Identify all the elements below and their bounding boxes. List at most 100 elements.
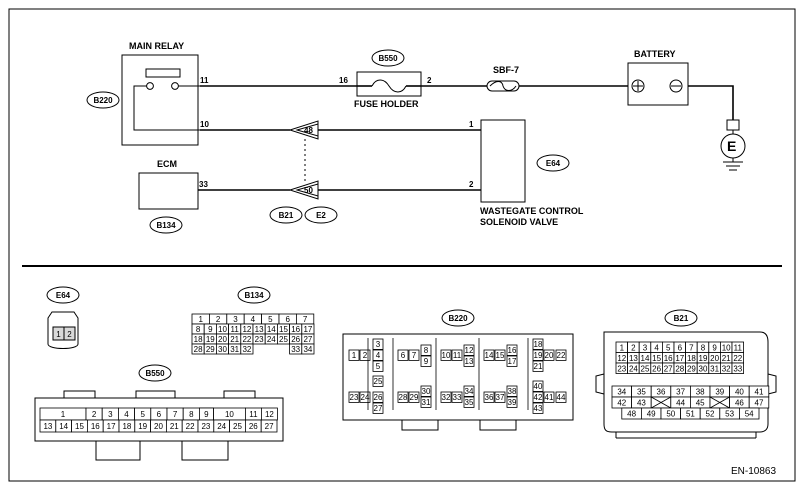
b134-pin-22: 22 [242,335,251,344]
pin-relay-10: 10 [200,120,209,129]
b220-pin-4: 4 [376,351,381,360]
b550-pin-23: 23 [201,422,210,431]
b134-pin-5: 5 [268,315,273,324]
b220-pin-21: 21 [534,362,543,371]
b550-pin-2: 2 [92,410,97,419]
b220-pin-32: 32 [442,393,451,402]
b21-pin-32: 32 [722,364,731,373]
b220-pin-23-cell [348,391,360,403]
b220-pin-35: 35 [465,398,474,407]
b134-pin-27: 27 [303,335,312,344]
ground-symbol: E [720,119,746,171]
pin-fuse-2: 2 [427,76,432,85]
b21-pin-31: 31 [710,364,719,373]
b550-pin-13: 13 [43,422,52,431]
b220-pin-37: 37 [496,393,505,402]
fuse-holder-label: FUSE HOLDER [354,99,419,109]
b220-pin-24-cell [359,391,371,403]
b220-pin-34: 34 [465,387,474,396]
svg-text:B134: B134 [156,221,176,230]
svg-text:50: 50 [304,186,313,195]
b21-pin-36: 36 [657,388,666,397]
b550-pin-25: 25 [233,422,242,431]
b220-pin-19-cell [532,349,544,361]
b220-pin-2-cell [359,349,371,361]
b220-pin-28-cell [397,391,409,403]
b21-pin-12: 12 [617,354,626,363]
b220-pin-11-cell [451,349,463,361]
b134-pin-9: 9 [208,325,213,334]
ecm-label: ECM [157,159,177,169]
badge-e2: E2 [304,206,338,224]
b220-pin-44: 44 [557,393,566,402]
sbf-label: SBF-7 [493,65,519,75]
b134-pin-26: 26 [291,335,300,344]
b21-pin-38: 38 [696,388,705,397]
b220-pin-43: 43 [534,404,543,413]
b134-pin-12: 12 [242,325,251,334]
b21-pin-46: 46 [735,399,744,408]
b21-pin-24: 24 [629,364,638,373]
b21-pin-14: 14 [641,354,650,363]
b550-pin-14: 14 [59,422,68,431]
b220-pin-16-cell [506,344,518,356]
b550-pin-5: 5 [140,410,145,419]
b21-pin-52: 52 [706,410,715,419]
b21-pin-17: 17 [675,354,684,363]
b220-pin-38: 38 [508,387,517,396]
pin-valve-2: 2 [469,180,474,189]
b21-pin-28: 28 [675,364,684,373]
b220-pin-38-cell [506,385,518,397]
b21-pin-8: 8 [701,343,706,352]
b21-pin-53: 53 [725,410,734,419]
svg-text:B21: B21 [279,211,294,220]
b550-pin-16: 16 [91,422,100,431]
b220-pin-27: 27 [374,404,383,413]
b550-pin-18: 18 [122,422,131,431]
b550-pin-27: 27 [265,422,274,431]
b220-pin-25: 25 [374,377,383,386]
ecm-box [138,172,199,210]
b21-pin-16: 16 [664,354,673,363]
connector-b21-50: 50 [288,180,319,200]
b21-pin-3: 3 [643,343,648,352]
b220-pin-36-cell [483,391,495,403]
b134-pin-7: 7 [303,315,308,324]
b220-pin-9-cell [420,355,432,367]
b21-pin-39: 39 [715,388,724,397]
b134-pin-19: 19 [206,335,215,344]
b134-pin-14: 14 [267,325,276,334]
b220-pin-31: 31 [422,398,431,407]
b220-pin-40: 40 [534,382,543,391]
b134-pin-13: 13 [255,325,264,334]
b220-pin-29-cell [408,391,420,403]
b220-pin-37-cell [494,391,506,403]
main-relay: MAIN RELAY [121,41,200,146]
b220-pin-13: 13 [465,357,474,366]
fuse-holder: FUSE HOLDER [354,71,422,109]
b550-pin-26: 26 [249,422,258,431]
b21-pin-20: 20 [710,354,719,363]
b21-pin-9: 9 [712,343,717,352]
b220-pin-36: 36 [485,393,494,402]
b220-pin-20-cell [543,349,555,361]
b21-pin-15: 15 [652,354,661,363]
badge-b21-top: B21 [269,206,303,224]
b134-pin-15: 15 [279,325,288,334]
b134-pin-30: 30 [218,345,227,354]
b220-pin-31-cell [420,396,432,408]
b134-pin-3: 3 [233,315,238,324]
b21-pin-27: 27 [664,364,673,373]
b220-pin-39: 39 [508,398,517,407]
b21-pin-26: 26 [652,364,661,373]
b134-pin-10: 10 [218,325,227,334]
b21-pin-33: 33 [733,364,742,373]
b134-pin-33: 33 [291,345,300,354]
b220-pin-17-cell [506,355,518,367]
b220-pin-15-cell [494,349,506,361]
b134-pin-17: 17 [303,325,312,334]
b550-pin-24: 24 [217,422,226,431]
